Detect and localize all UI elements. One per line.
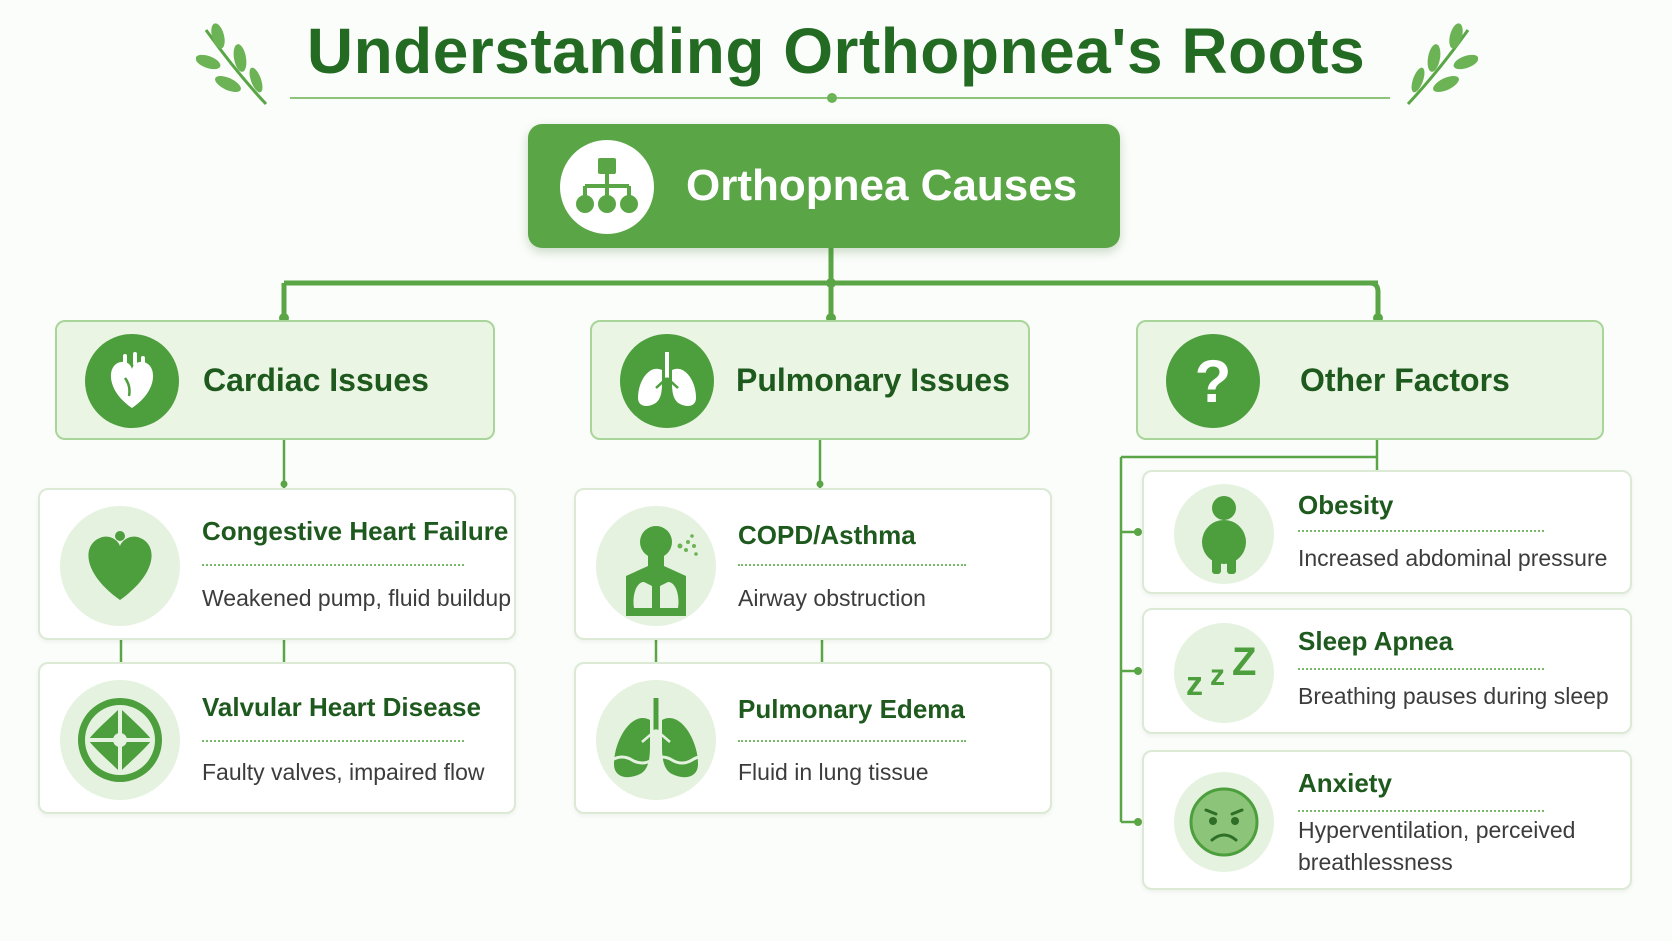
card-title: Pulmonary Edema: [738, 694, 965, 724]
card-obesity: Obesity Increased abdominal pressure: [1142, 470, 1632, 594]
card-description: Airway obstruction: [738, 585, 926, 611]
card-valvular-heart-disease: Valvular Heart Disease Faulty valves, im…: [38, 662, 516, 814]
card-description-line2: breathlessness: [1298, 849, 1453, 875]
card-title: Congestive Heart Failure: [202, 516, 509, 546]
breathing-person-icon: [596, 506, 716, 626]
card-anxiety: Anxiety Hyperventilation, perceived brea…: [1142, 750, 1632, 890]
heart-icon: [85, 334, 179, 428]
root-node: Orthopnea Causes: [528, 124, 1120, 248]
card-divider: [1298, 668, 1544, 670]
card-description-line1: Hyperventilation, perceived: [1298, 817, 1576, 843]
root-label: Orthopnea Causes: [686, 161, 1078, 210]
card-divider: [202, 740, 464, 742]
card-description: Faulty valves, impaired flow: [202, 759, 485, 785]
category-cardiac: Cardiac Issues: [55, 320, 495, 440]
card-title: Obesity: [1298, 490, 1394, 520]
category-label: Cardiac Issues: [203, 362, 429, 398]
category-other: ? Other Factors: [1136, 320, 1604, 440]
card-title: Anxiety: [1298, 768, 1392, 798]
leaf-sprig-left-icon: [196, 23, 268, 106]
card-divider: [1298, 530, 1544, 532]
valve-icon: [60, 680, 180, 800]
lungs-icon: [620, 334, 714, 428]
question-icon: ?: [1166, 334, 1260, 428]
category-pulmonary: Pulmonary Issues: [590, 320, 1030, 440]
card-divider: [738, 740, 966, 742]
card-description: Increased abdominal pressure: [1298, 545, 1608, 571]
card-description: Weakened pump, fluid buildup: [202, 585, 512, 611]
fluid-lungs-icon: [596, 680, 716, 800]
card-copd-asthma: COPD/Asthma Airway obstruction: [574, 488, 1052, 640]
card-congestive-heart-failure: Congestive Heart Failure Weakened pump, …: [38, 488, 516, 640]
hierarchy-icon: [560, 140, 654, 234]
page-title: Understanding Orthopnea's Roots: [306, 15, 1366, 87]
svg-text:z: z: [1210, 659, 1225, 692]
card-divider: [202, 564, 464, 566]
svg-text:?: ?: [1195, 348, 1232, 415]
worried-face-icon: [1174, 772, 1274, 872]
heart-shape-icon: [60, 506, 180, 626]
zzz-icon: z z Z: [1174, 623, 1274, 723]
category-label: Other Factors: [1300, 362, 1510, 398]
card-description: Breathing pauses during sleep: [1298, 683, 1609, 709]
category-label: Pulmonary Issues: [736, 362, 1010, 398]
card-divider: [738, 564, 966, 566]
card-description: Fluid in lung tissue: [738, 759, 929, 785]
card-title: Sleep Apnea: [1298, 626, 1454, 656]
person-icon: [1174, 484, 1274, 584]
card-pulmonary-edema: Pulmonary Edema Fluid in lung tissue: [574, 662, 1052, 814]
leaf-sprig-right-icon: [1406, 23, 1478, 106]
card-title: COPD/Asthma: [738, 520, 916, 550]
card-title: Valvular Heart Disease: [202, 692, 481, 722]
card-divider: [1298, 810, 1544, 812]
svg-text:z: z: [1186, 665, 1203, 703]
svg-text:Z: Z: [1232, 640, 1256, 684]
title-underline: [290, 93, 1390, 103]
card-sleep-apnea: z z Z Sleep Apnea Breathing pauses durin…: [1142, 608, 1632, 734]
